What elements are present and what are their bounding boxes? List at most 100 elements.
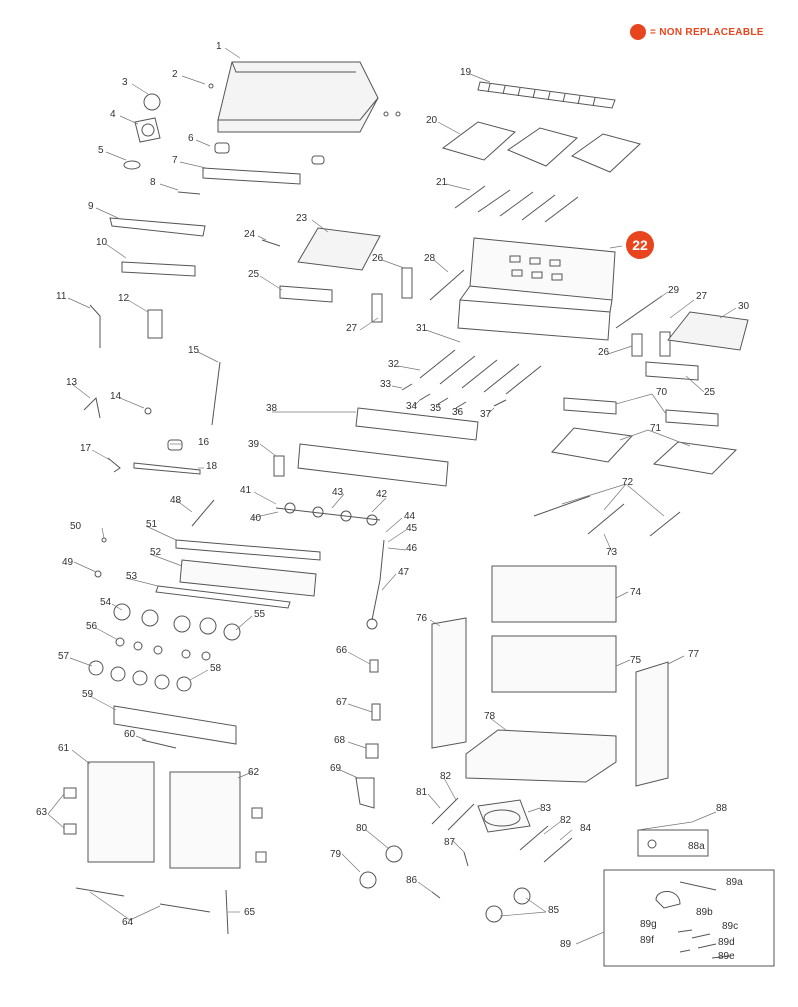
part-side-lid — [297, 227, 381, 271]
part-label-59: 59 — [82, 689, 94, 700]
part-label-6: 6 — [188, 133, 194, 144]
part-label-72: 72 — [622, 477, 634, 488]
part-flame-tamers — [454, 185, 579, 223]
part-handle — [202, 167, 301, 185]
part-igniter-module — [147, 309, 163, 339]
part-wire-48 — [191, 499, 215, 527]
part-knobs — [88, 603, 241, 692]
part-bar — [133, 462, 201, 475]
part-rod-65 — [225, 889, 229, 935]
part-rails-72 — [533, 495, 591, 517]
part-label-12: 12 — [118, 293, 130, 304]
legend-dot-icon — [630, 24, 646, 40]
part-label-13: 13 — [66, 377, 78, 388]
part-label-87: 87 — [444, 837, 456, 848]
part-label-40: 40 — [250, 513, 262, 524]
part-label-65: 65 — [244, 907, 256, 918]
part-label-49: 49 — [62, 557, 74, 568]
part-door-handles — [75, 887, 211, 913]
part-trim-70 — [563, 397, 617, 415]
part-label-71: 71 — [650, 423, 662, 434]
part-warming-rack — [477, 81, 616, 109]
part-label-27a: 27 — [346, 323, 358, 334]
part-label-81: 81 — [416, 787, 428, 798]
part-heat-shield — [355, 407, 479, 441]
part-door-left — [87, 761, 155, 863]
part-label-26b: 26 — [598, 347, 610, 358]
part-label-17: 17 — [80, 443, 92, 454]
part-hood-lid — [217, 61, 379, 133]
part-label-44: 44 — [404, 511, 416, 522]
part-label-64: 64 — [122, 917, 134, 928]
part-88-box — [637, 829, 709, 857]
part-rail-51 — [175, 539, 321, 561]
part-label-45: 45 — [406, 523, 418, 534]
part-label-9: 9 — [88, 201, 94, 212]
part-rail-28 — [429, 269, 465, 301]
part-label-27b: 27 — [696, 291, 708, 302]
part-screws — [177, 191, 201, 195]
part-label-54: 54 — [100, 597, 112, 608]
part-label-25b: 25 — [704, 387, 716, 398]
part-label-2: 2 — [172, 69, 178, 80]
part-label-89g: 89g — [640, 919, 657, 930]
part-cap — [167, 439, 183, 451]
part-label-61: 61 — [58, 743, 70, 754]
part-manifold — [275, 507, 381, 521]
part-panel-75 — [491, 635, 617, 693]
part-gas-hose — [371, 539, 385, 621]
part-bezel — [134, 117, 161, 143]
part-label-88: 88 — [716, 803, 728, 814]
part-label-62: 62 — [248, 767, 260, 778]
part-label-16: 16 — [198, 437, 210, 448]
part-label-31: 31 — [416, 323, 428, 334]
part-label-37: 37 — [480, 409, 492, 420]
part-label-8: 8 — [150, 177, 156, 188]
part-label-63: 63 — [36, 807, 48, 818]
part-label-38: 38 — [266, 403, 278, 414]
part-label-67: 67 — [336, 697, 348, 708]
part-label-83: 83 — [540, 803, 552, 814]
part-label-60: 60 — [124, 729, 136, 740]
part-label-23: 23 — [296, 213, 308, 224]
part-66 — [369, 659, 379, 673]
part-label-26a: 26 — [372, 253, 384, 264]
part-handle-cap — [214, 142, 230, 154]
part-side-panel-left — [431, 617, 467, 749]
part-label-73: 73 — [606, 547, 618, 558]
part-label-82a: 82 — [440, 771, 452, 782]
part-label-43: 43 — [332, 487, 344, 498]
part-label-1: 1 — [216, 41, 222, 52]
part-label-79: 79 — [330, 849, 342, 860]
part-electrode — [83, 396, 101, 419]
part-label-89e: 89e — [718, 951, 735, 962]
part-bracket — [109, 217, 206, 237]
part-tank-tray — [477, 799, 531, 833]
part-label-3: 3 — [122, 77, 128, 88]
part-label-15: 15 — [188, 345, 200, 356]
part-label-50: 50 — [70, 521, 82, 532]
part-label-75: 75 — [630, 655, 642, 666]
part-label-32: 32 — [388, 359, 400, 370]
part-label-18: 18 — [206, 461, 218, 472]
part-caster-79 — [359, 871, 377, 889]
part-drip-trays — [551, 427, 634, 463]
part-label-5: 5 — [98, 145, 104, 156]
part-bracket-39 — [273, 455, 285, 477]
part-82b — [519, 825, 549, 851]
part-hinges — [63, 787, 77, 799]
part-label-10: 10 — [96, 237, 108, 248]
part-label-46: 46 — [406, 543, 418, 554]
part-86 — [431, 891, 441, 899]
part-label-89c: 89c — [722, 921, 739, 932]
part-label-85: 85 — [548, 905, 560, 916]
part-door-right — [169, 771, 241, 869]
part-label-84: 84 — [580, 823, 592, 834]
part-label-82b: 82 — [560, 815, 572, 826]
part-label-20: 20 — [426, 115, 438, 126]
part-label-4: 4 — [110, 109, 116, 120]
part-label-89f: 89f — [640, 935, 654, 946]
part-60 — [141, 739, 177, 749]
part-label-80: 80 — [356, 823, 368, 834]
part-rod — [89, 304, 101, 348]
